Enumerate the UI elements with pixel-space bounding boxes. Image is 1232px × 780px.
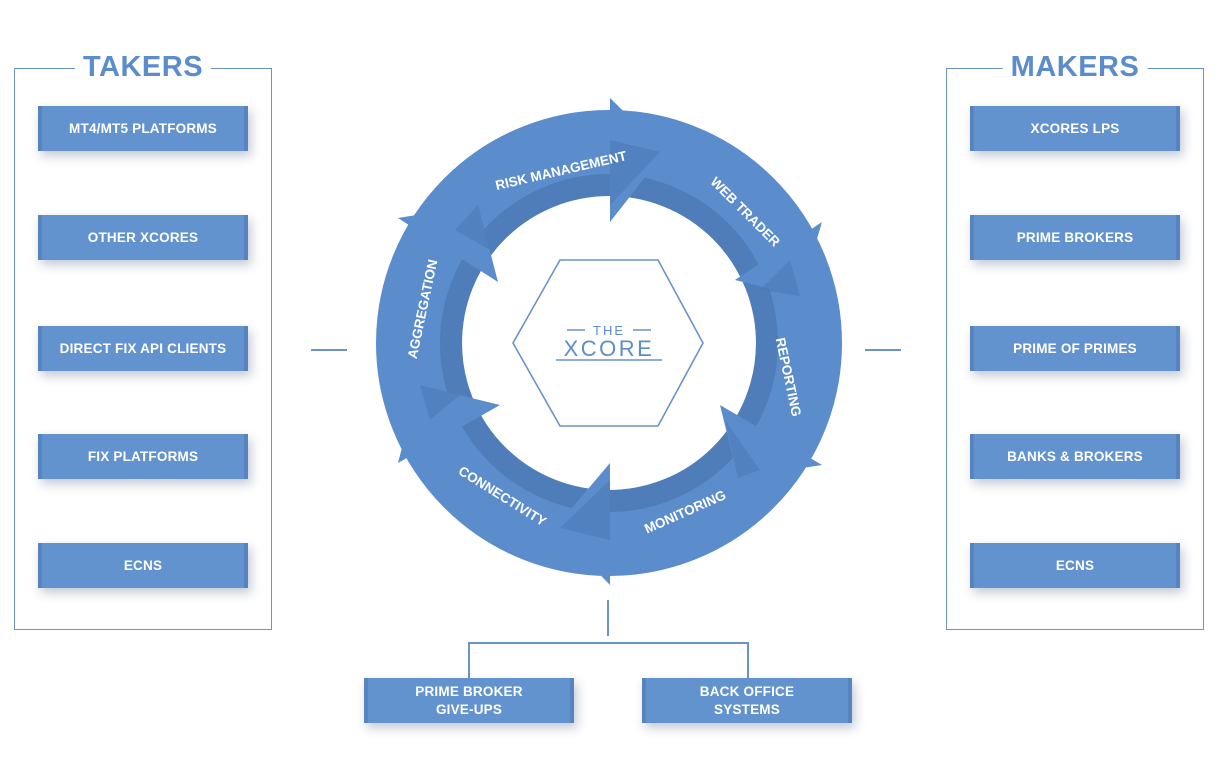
bottom-item-line2: GIVE-UPS (435, 701, 503, 717)
bottom-connector-stem (607, 600, 609, 636)
overlap-bottom (560, 480, 610, 540)
bottom-item-line1: PRIME BROKER (415, 683, 523, 699)
center-title-small: THE (593, 323, 625, 338)
center-hexagon (512, 259, 704, 427)
makers-title: MAKERS (1002, 49, 1148, 85)
center-title-big: XCORE (564, 336, 655, 361)
taker-item-fix-platforms: FIX PLATFORMS (38, 434, 248, 479)
right-connector-line (865, 349, 901, 351)
cycle-overlap-shading (420, 140, 800, 540)
arrowhead-upper-right (735, 222, 822, 296)
overlap-lower-right (725, 420, 760, 478)
taker-item-mt4-mt5-platforms: MT4/MT5 PLATFORMS (38, 106, 248, 151)
maker-item-xcores-lps: XCORES LPS (970, 106, 1180, 151)
bottom-item-line2: SYSTEMS (714, 701, 780, 717)
bottom-item-line1: BACK OFFICE (699, 683, 795, 699)
maker-item-ecns: ECNS (970, 543, 1180, 588)
maker-item-banks-and-brokers: BANKS & BROKERS (970, 434, 1180, 479)
taker-item-ecns: ECNS (38, 543, 248, 588)
left-connector-line (311, 349, 347, 351)
taker-item-direct-fix-api-clients: DIRECT FIX API CLIENTS (38, 326, 248, 371)
bottom-item-prime-broker-give-ups: PRIME BROKER GIVE-UPS (364, 678, 574, 723)
overlap-top (610, 140, 660, 205)
takers-title: TAKERS (74, 49, 212, 85)
maker-item-prime-of-primes: PRIME OF PRIMES (970, 326, 1180, 371)
takers-panel: TAKERS (14, 49, 272, 630)
bottom-item-back-office-systems: BACK OFFICE SYSTEMS (642, 678, 852, 723)
makers-panel: MAKERS (946, 49, 1204, 630)
arrowhead-lower-left (398, 385, 500, 463)
overlap-upper-left (455, 205, 490, 250)
overlap-upper-right (760, 260, 800, 296)
maker-item-prime-brokers: PRIME BROKERS (970, 215, 1180, 260)
overlap-lower-left (420, 385, 460, 420)
bottom-connector-left-drop (468, 642, 470, 678)
bottom-connector-bar (468, 642, 749, 644)
bottom-connector-right-drop (747, 642, 749, 678)
taker-item-other-xcores: OTHER XCORES (38, 215, 248, 260)
